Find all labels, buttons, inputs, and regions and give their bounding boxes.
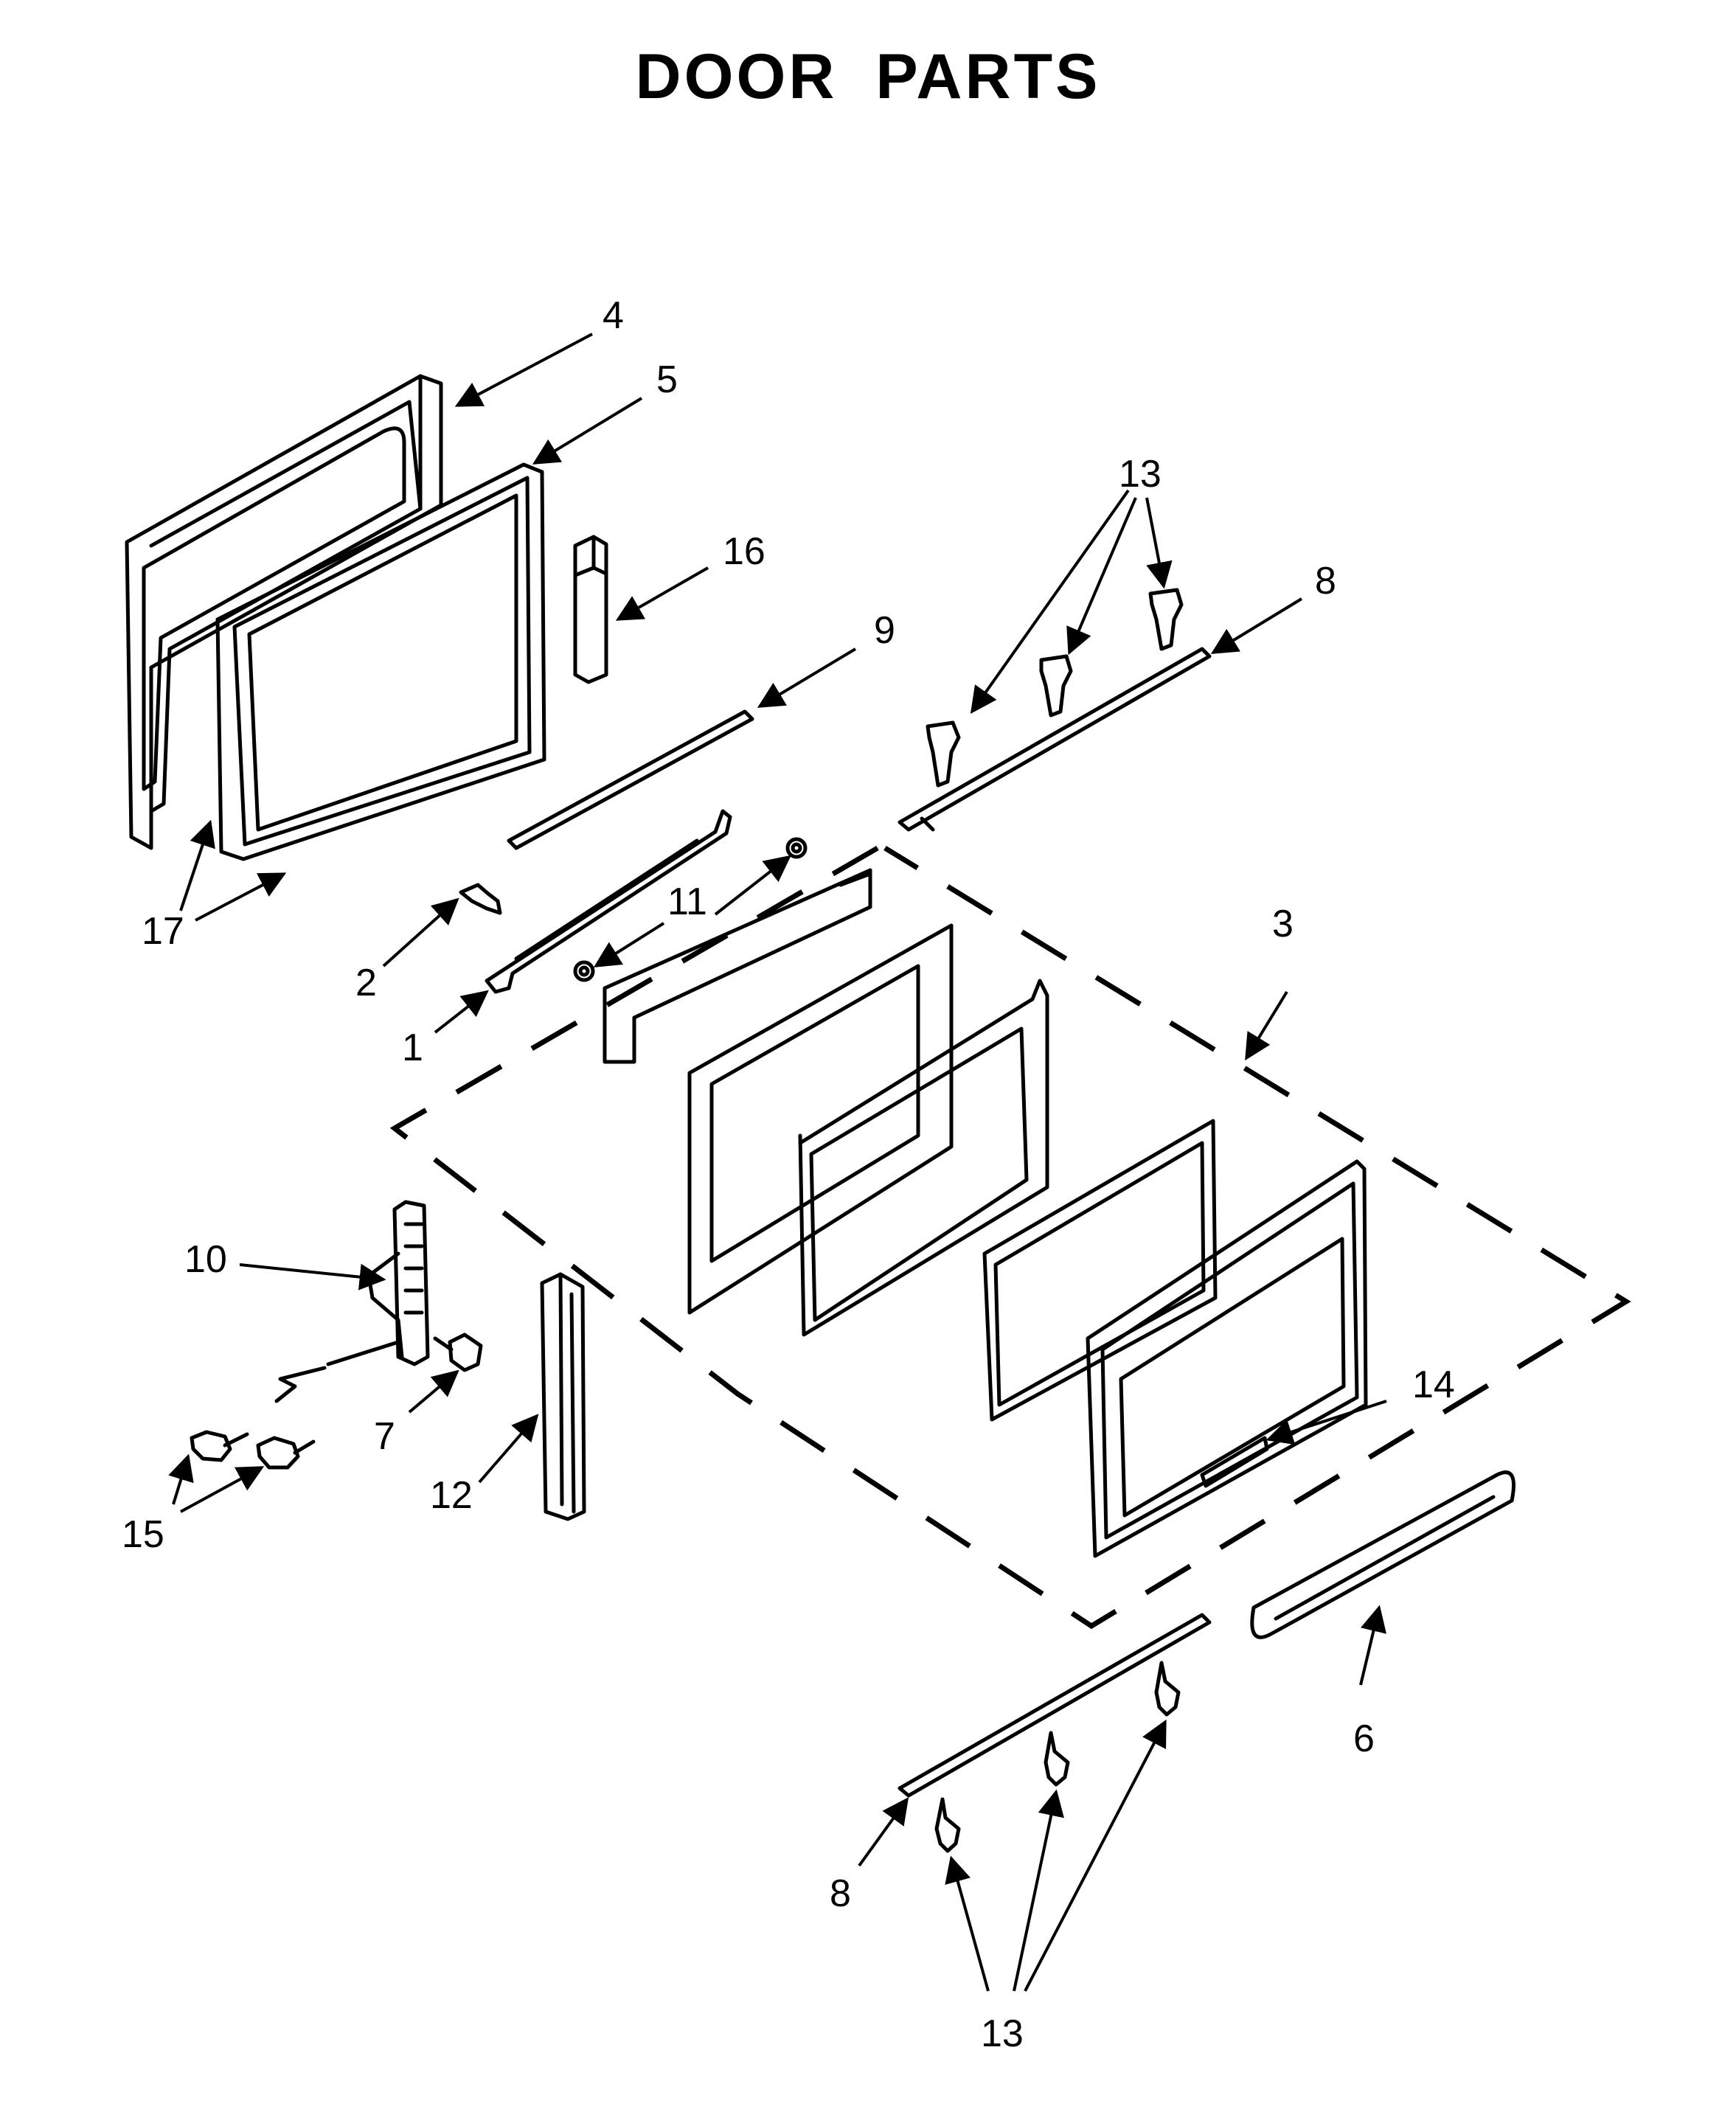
callout-13-top: 13	[1119, 453, 1162, 496]
callout-6: 6	[1353, 1717, 1375, 1760]
screw-13-e	[1044, 1731, 1070, 1787]
callout-1: 1	[402, 1026, 423, 1069]
screw-13-b	[1039, 654, 1073, 718]
callout-8-top: 8	[1315, 560, 1336, 602]
bottom-mounting-rail	[897, 1613, 1212, 1853]
screw	[459, 883, 502, 915]
door-hinge	[367, 1200, 430, 1366]
side-trim	[540, 1272, 586, 1521]
side-bracket	[573, 535, 608, 684]
screw-13-d	[934, 1797, 961, 1853]
callout-10: 10	[184, 1238, 227, 1281]
screw-13-f	[1154, 1661, 1181, 1717]
hinge-channel	[485, 809, 732, 994]
door-glass-panels	[603, 868, 1368, 1558]
hinge-screw	[433, 1333, 483, 1372]
callout-15: 15	[122, 1513, 164, 1556]
mounting-screws	[190, 1340, 400, 1470]
callout-8-bottom: 8	[830, 1872, 851, 1915]
callout-14: 14	[1412, 1363, 1455, 1406]
screw-13-a	[926, 720, 961, 788]
door-handle	[1250, 1470, 1515, 1639]
outer-door-assembly-outline	[389, 845, 1631, 1630]
callout-13-bottom: 13	[981, 2012, 1024, 2055]
callout-5: 5	[656, 358, 678, 401]
top-mounting-rail	[897, 588, 1212, 832]
callout-2: 2	[355, 962, 377, 1004]
callout-17: 17	[142, 910, 184, 953]
callout-9: 9	[874, 609, 895, 652]
callout-7: 7	[374, 1415, 395, 1458]
leader-lines	[168, 333, 1387, 1992]
callout-labels: 4 5 16 9 13 8 3 11 17 2 1 10 7 12 15 14 …	[122, 294, 1455, 2055]
inner-door-panel	[125, 374, 443, 850]
page-title: DOOR PARTS	[635, 41, 1101, 112]
callout-4: 4	[603, 294, 624, 337]
callout-16: 16	[723, 530, 765, 573]
callout-3: 3	[1272, 903, 1294, 945]
screw-13-c	[1148, 588, 1184, 651]
callout-11: 11	[667, 880, 707, 923]
vent-strip	[507, 709, 754, 850]
glass-pack	[215, 462, 546, 861]
grommets	[573, 837, 808, 982]
callout-12: 12	[430, 1474, 473, 1517]
